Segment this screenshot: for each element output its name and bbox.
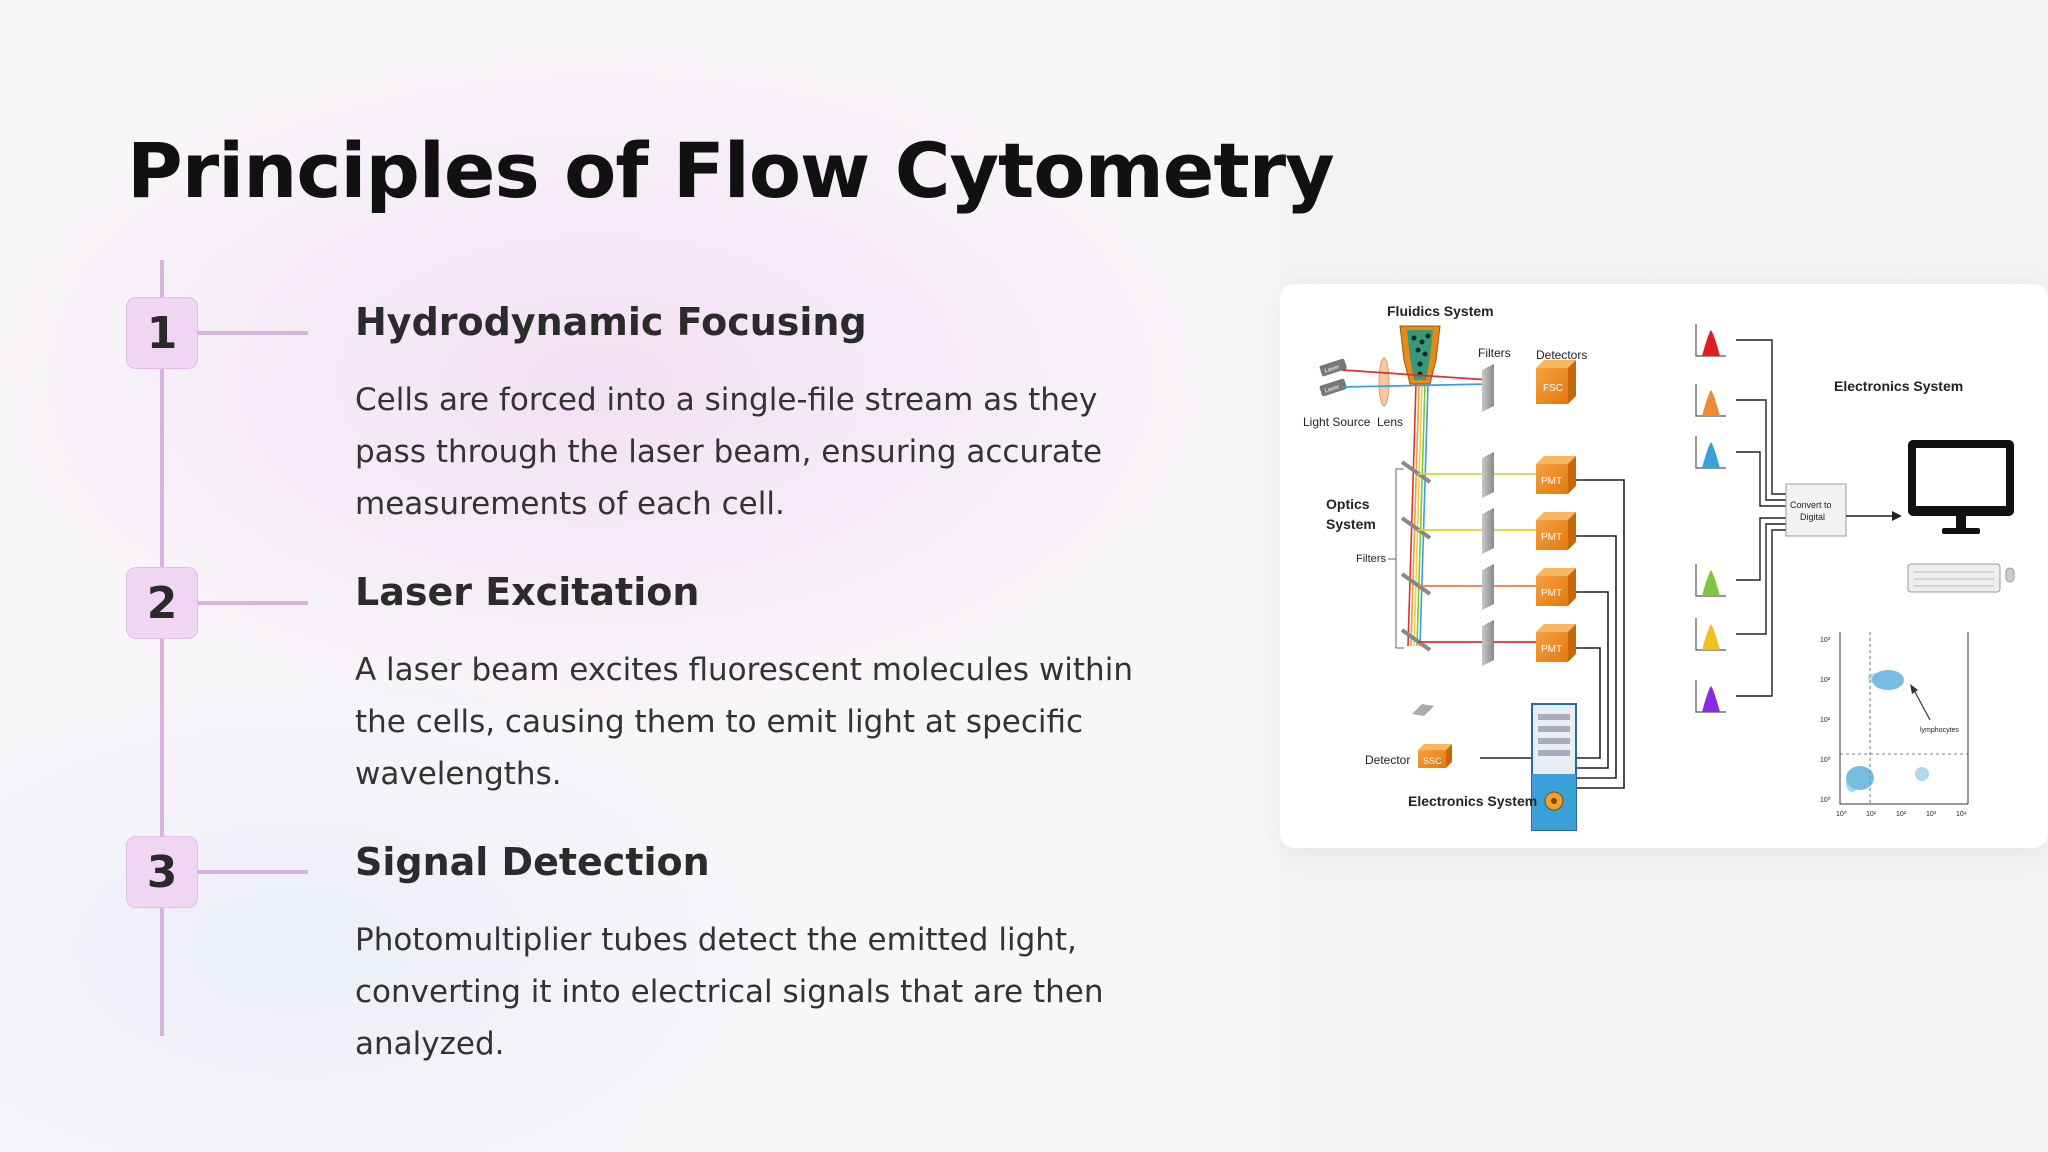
- svg-text:PMT: PMT: [1541, 476, 1562, 487]
- svg-text:10²: 10²: [1896, 811, 1907, 818]
- signal-wires: [1480, 479, 1625, 789]
- laser-beam: [1341, 369, 1491, 381]
- y-ticks: 10³ 10² 10¹ 10⁰ 10⁰: [1820, 637, 1831, 804]
- svg-text:Laser: Laser: [1324, 364, 1340, 374]
- step-1-description: Cells are forced into a single-file stre…: [355, 382, 1103, 522]
- svg-text:10³: 10³: [1820, 637, 1831, 644]
- step-2-number: 2: [126, 567, 198, 639]
- filters-top-label: Filters: [1478, 346, 1511, 360]
- ssc-mirror: [1412, 704, 1434, 716]
- svg-text:Digital: Digital: [1800, 512, 1825, 522]
- svg-text:PMT: PMT: [1541, 644, 1562, 655]
- electronics-tower-icon: [1531, 703, 1577, 831]
- detector-label: Detector: [1365, 753, 1410, 767]
- emission-paths: [1418, 473, 1536, 643]
- step-1-number: 1: [126, 297, 198, 369]
- lens-icon: [1378, 357, 1390, 407]
- svg-text:SSC: SSC: [1423, 756, 1442, 766]
- computer-icon: [1907, 440, 2015, 593]
- filter-icon: [1482, 364, 1494, 412]
- step-3-connector: [198, 870, 308, 874]
- svg-text:PMT: PMT: [1541, 588, 1562, 599]
- slide-title: Principles of Flow Cytometry: [127, 126, 1335, 215]
- svg-text:10⁰: 10⁰: [1820, 756, 1831, 764]
- filters-side-label: Filters: [1356, 553, 1386, 565]
- svg-text:10⁰: 10⁰: [1836, 810, 1847, 818]
- svg-text:10²: 10²: [1820, 677, 1831, 684]
- optics-system-label-2: System: [1326, 516, 1376, 532]
- emission-filters: [1482, 452, 1494, 666]
- pmt-detector-icon: PMT PMT PMT PMT: [1536, 456, 1576, 662]
- step-3-number: 3: [126, 836, 198, 908]
- svg-text:10⁴: 10⁴: [1956, 811, 1967, 818]
- svg-text:Laser: Laser: [1324, 384, 1340, 394]
- svg-text:10¹: 10¹: [1820, 717, 1831, 724]
- light-source-label: Light Source: [1303, 415, 1371, 429]
- emission-beams: [1407, 383, 1429, 647]
- step-1-title: Hydrodynamic Focusing: [355, 300, 867, 344]
- svg-text:PMT: PMT: [1541, 532, 1562, 543]
- diagram-svg: Fluidics System Laser Laser Light Source…: [1303, 303, 2015, 831]
- dichroic-mirrors: [1400, 460, 1432, 652]
- fluidics-system-label: Fluidics System: [1387, 303, 1494, 319]
- optics-system-label-1: Optics: [1326, 496, 1370, 512]
- step-2-connector: [198, 601, 308, 605]
- electronics-system-top-label: Electronics System: [1834, 378, 1963, 394]
- svg-text:Convert to: Convert to: [1790, 500, 1832, 510]
- svg-text:10¹: 10¹: [1866, 811, 1877, 818]
- x-ticks: 10⁰ 10¹ 10² 10³ 10⁴: [1836, 810, 1967, 818]
- step-2-description: A laser beam excites fluorescent molecul…: [355, 652, 1133, 792]
- lens-label: Lens: [1377, 415, 1403, 429]
- timeline-line: [160, 260, 164, 1036]
- svg-text:10³: 10³: [1926, 811, 1937, 818]
- step-2-title: Laser Excitation: [355, 570, 700, 614]
- histogram-wires: [1736, 339, 1786, 697]
- dot-plot: lymphocytes 10³ 10² 10¹ 10⁰ 10⁰ 10⁰ 10¹ …: [1820, 632, 1969, 818]
- lymphocytes-label: lymphocytes: [1920, 727, 1959, 734]
- histogram-peaks: [1695, 324, 1726, 713]
- fsc-detector-icon: FSC: [1536, 360, 1576, 404]
- step-3-title: Signal Detection: [355, 840, 710, 884]
- laser-icon: Laser Laser: [1319, 358, 1347, 397]
- ssc-detector-icon: SSC: [1418, 744, 1452, 768]
- svg-text:FSC: FSC: [1543, 383, 1563, 394]
- step-1-connector: [198, 331, 308, 335]
- svg-text:10⁰: 10⁰: [1820, 796, 1831, 804]
- electronics-system-bottom-label: Electronics System: [1408, 793, 1537, 809]
- convert-to-digital-box: [1785, 483, 1847, 537]
- flow-cytometer-diagram: Fluidics System Laser Laser Light Source…: [1280, 284, 2048, 848]
- detectors-label: Detectors: [1536, 348, 1587, 362]
- left-panel: [0, 0, 1280, 1152]
- step-3-description: Photomultiplier tubes detect the emitted…: [355, 922, 1104, 1062]
